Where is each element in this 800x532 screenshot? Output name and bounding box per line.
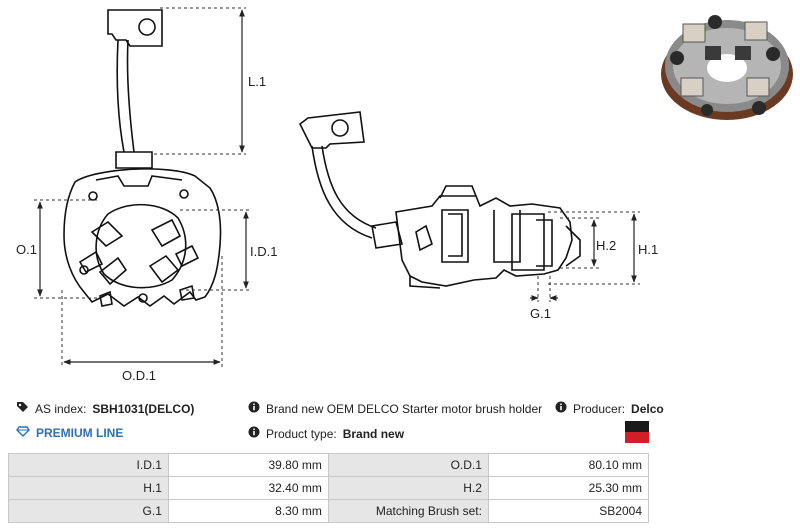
info-icon xyxy=(248,401,260,416)
spec-value: 32.40 mm xyxy=(167,476,329,500)
product-type-label: Product type: xyxy=(266,426,337,441)
dim-label-g1: G.1 xyxy=(530,306,551,321)
country-flag xyxy=(625,421,649,443)
premium-line-label: PREMIUM LINE xyxy=(36,426,124,440)
product-photo xyxy=(661,15,793,120)
spec-key: O.D.1 xyxy=(327,453,489,477)
spec-key: G.1 xyxy=(8,499,169,523)
table-row: G.1 8.30 mm Matching Brush set: SB2004 xyxy=(8,499,650,523)
info-icon xyxy=(555,401,567,416)
spec-key: H.2 xyxy=(327,476,489,500)
side-view xyxy=(298,111,581,289)
spec-value: 39.80 mm xyxy=(167,453,329,477)
product-type-row: Product type: Brand new xyxy=(248,426,404,441)
spec-value: 25.30 mm xyxy=(487,476,650,500)
description-text: Brand new OEM DELCO Starter motor brush … xyxy=(266,401,543,416)
spec-value: 80.10 mm xyxy=(487,453,650,477)
product-type-value: Brand new xyxy=(342,426,405,441)
dim-label-l1: L.1 xyxy=(248,74,266,89)
dim-label-od1: O.D.1 xyxy=(122,368,156,383)
technical-drawing: L.1 O.1 I.D.1 O.D.1 H.1 H.2 G.1 xyxy=(16,7,658,383)
as-index-label: AS index: xyxy=(35,401,87,416)
spec-key: I.D.1 xyxy=(8,453,169,477)
as-index-value: SBH1031(DELCO) xyxy=(92,401,195,416)
dim-label-id1: I.D.1 xyxy=(250,244,277,259)
as-index-row: AS index: SBH1031(DELCO) xyxy=(16,401,194,416)
dim-label-h2: H.2 xyxy=(596,238,616,253)
spec-value: SB2004 xyxy=(487,499,650,523)
spec-value: 8.30 mm xyxy=(167,499,329,523)
specs-table: I.D.1 39.80 mm O.D.1 80.10 mm H.1 32.40 … xyxy=(8,453,650,523)
description-row: Brand new OEM DELCO Starter motor brush … xyxy=(248,401,542,416)
spec-key: H.1 xyxy=(8,476,169,500)
producer-label: Producer: xyxy=(573,401,626,416)
premium-line-row: PREMIUM LINE xyxy=(16,426,123,440)
dim-label-o1: O.1 xyxy=(16,242,37,257)
info-icon xyxy=(248,426,260,441)
diamond-icon xyxy=(16,426,30,440)
table-row: I.D.1 39.80 mm O.D.1 80.10 mm xyxy=(8,453,650,477)
table-row: H.1 32.40 mm H.2 25.30 mm xyxy=(8,476,650,500)
producer-value: Delco xyxy=(631,401,664,416)
spec-key: Matching Brush set: xyxy=(327,499,489,523)
producer-row: Producer: Delco xyxy=(555,401,664,416)
dim-label-h1: H.1 xyxy=(638,242,658,257)
front-view xyxy=(63,9,222,307)
tag-icon xyxy=(16,401,29,416)
